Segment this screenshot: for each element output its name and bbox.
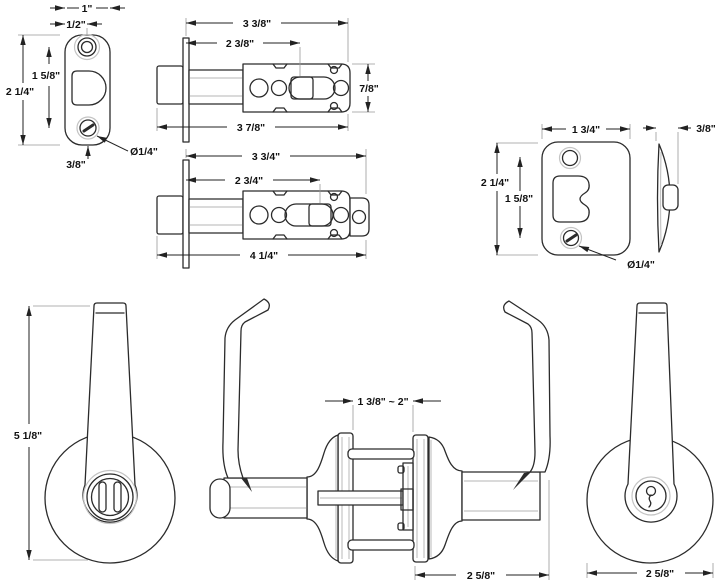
dim-strike-height: 2 1/4" <box>481 177 509 189</box>
dim-strike-lip-depth: 3/8" <box>696 123 716 135</box>
faceplate-screw <box>79 119 97 137</box>
exterior-rose-profile <box>428 436 463 560</box>
latch-tube <box>188 198 244 234</box>
dim-latch-backset: 2 3/4" <box>235 175 263 187</box>
dim-faceplate-edge-to-hole: 1/2" <box>66 19 86 31</box>
key-cylinder <box>635 480 667 512</box>
dim-faceplate-screw-diameter: Ø1/4" <box>130 146 158 158</box>
dim-lever-overall-height: 5 1/8" <box>14 430 42 442</box>
latch-faceplate-view: 1" 1/2" 1 5/8" 2 1/4" 3/8" Ø1/4" <box>6 3 158 171</box>
interior-lever-neck <box>223 477 308 519</box>
standard-latch-view: 3 3/8" 2 3/8" 7/8" 3 7/8" <box>156 18 379 143</box>
dim-faceplate-hole-spacing: 1 5/8" <box>32 70 60 82</box>
latch-faceplate-edge <box>182 159 190 269</box>
dim-faceplate-height: 2 1/4" <box>6 86 34 98</box>
latchbolt-cutout <box>71 70 107 106</box>
backset-extension <box>349 197 370 237</box>
interior-lever-blade-side <box>222 298 270 479</box>
interior-grip-end <box>209 478 231 519</box>
interior-lever-view: 5 1/8" <box>14 302 176 564</box>
latch-bolt <box>156 65 184 105</box>
dim-faceplate-width: 1" <box>82 3 93 15</box>
assembly-side-view: 1 3/8" ~ 2" 2 5/8" <box>209 298 551 582</box>
strike-cutout <box>552 175 590 223</box>
exterior-lever-neck <box>461 471 541 521</box>
latch-tube <box>188 69 244 105</box>
dim-rose-diameter: 2 5/8" <box>646 568 674 580</box>
spindle-square-hole <box>308 203 332 227</box>
screw-halo <box>76 116 100 140</box>
strike-plate-view: 1 3/4" 3/8" 2 1/4" 1 5/8" Ø1/4" <box>481 123 716 271</box>
privacy-turn-slot <box>98 481 107 513</box>
extended-latch-view: 3 3/4" 2 3/4" 4 1/4" <box>156 149 370 269</box>
privacy-turn-slot <box>113 481 122 513</box>
through-bolt-top <box>347 448 415 460</box>
exterior-lever-view: 2 5/8" <box>586 302 714 580</box>
latch-faceplate-edge <box>182 37 190 143</box>
spindle-square-hole <box>290 76 314 100</box>
strike-screw <box>562 229 580 247</box>
exterior-lever-blade-side <box>503 300 551 473</box>
dim-strike-screw-diameter: Ø1/4" <box>627 259 655 271</box>
latch-case <box>242 63 351 113</box>
strike-plate-outline <box>541 141 631 256</box>
latch-bolt <box>156 195 184 235</box>
dim-latch-case-length: 3 3/8" <box>243 18 271 30</box>
dim-door-thickness: 1 3/8" ~ 2" <box>357 396 408 408</box>
dim-strike-hole-spacing: 1 5/8" <box>505 193 533 205</box>
dim-latch-backset: 2 3/8" <box>226 38 254 50</box>
interior-hub-ring <box>86 473 134 521</box>
strike-lip-tab <box>662 184 679 211</box>
through-bolt-bottom <box>347 539 415 551</box>
faceplate-top-hole <box>77 37 97 57</box>
dim-projection: 2 5/8" <box>467 570 495 582</box>
interior-hub <box>90 477 130 517</box>
dim-latch-overall-length: 3 7/8" <box>237 122 265 134</box>
top-hole-halo <box>558 146 582 170</box>
interior-lever-blade <box>82 302 138 523</box>
exterior-mounting-plate <box>412 434 429 563</box>
dim-latch-case-height: 7/8" <box>359 83 379 95</box>
exterior-lever-blade <box>624 302 678 523</box>
strike-top-hole <box>561 149 579 167</box>
dim-latch-overall-length: 4 1/4" <box>250 250 278 262</box>
screw-halo <box>559 226 583 250</box>
dim-faceplate-screw-to-edge: 3/8" <box>66 159 86 171</box>
dim-strike-width: 1 3/4" <box>572 124 600 136</box>
dim-latch-case-length: 3 3/4" <box>252 151 280 163</box>
